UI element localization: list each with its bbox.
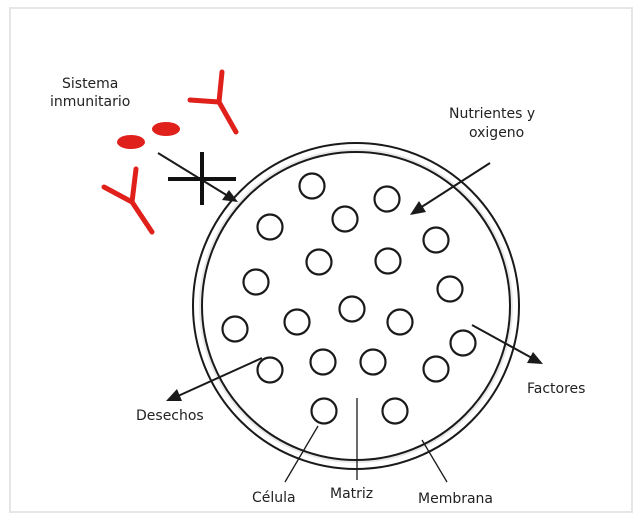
- encapsulated-cell: [388, 310, 413, 335]
- antibody-icon: [104, 169, 152, 232]
- encapsulated-cell: [258, 358, 283, 383]
- label-immune-system-line2: inmunitario: [50, 94, 130, 110]
- encapsulated-cell: [424, 357, 449, 382]
- encapsulated-cell: [312, 399, 337, 424]
- encapsulated-cell: [307, 250, 332, 275]
- label-waste: Desechos: [136, 408, 204, 424]
- immune-cell-icon: [152, 122, 180, 136]
- antibody-icon: [190, 72, 236, 132]
- encapsulated-cell: [375, 187, 400, 212]
- encapsulated-cell: [438, 277, 463, 302]
- encapsulated-cell: [285, 310, 310, 335]
- encapsulated-cell: [333, 207, 358, 232]
- encapsulated-cell: [300, 174, 325, 199]
- encapsulated-cell: [340, 297, 365, 322]
- label-matrix: Matriz: [330, 486, 373, 502]
- label-nutrients-line1: Nutrientes y: [449, 106, 535, 122]
- encapsulated-cell: [361, 350, 386, 375]
- label-cell: Célula: [252, 490, 296, 506]
- label-immune-system-line1: Sistema: [62, 76, 118, 92]
- label-factors: Factores: [527, 381, 585, 397]
- label-nutrients-line2: oxigeno: [469, 125, 524, 141]
- encapsulated-cell: [223, 317, 248, 342]
- label-membrane: Membrana: [418, 491, 493, 507]
- encapsulated-cell: [311, 350, 336, 375]
- immune-cell-icon: [117, 135, 145, 149]
- encapsulated-cell: [383, 399, 408, 424]
- encapsulated-cell: [376, 249, 401, 274]
- encapsulated-cell: [451, 331, 476, 356]
- encapsulated-cell: [258, 215, 283, 240]
- encapsulated-cell: [244, 270, 269, 295]
- encapsulated-cell: [424, 228, 449, 253]
